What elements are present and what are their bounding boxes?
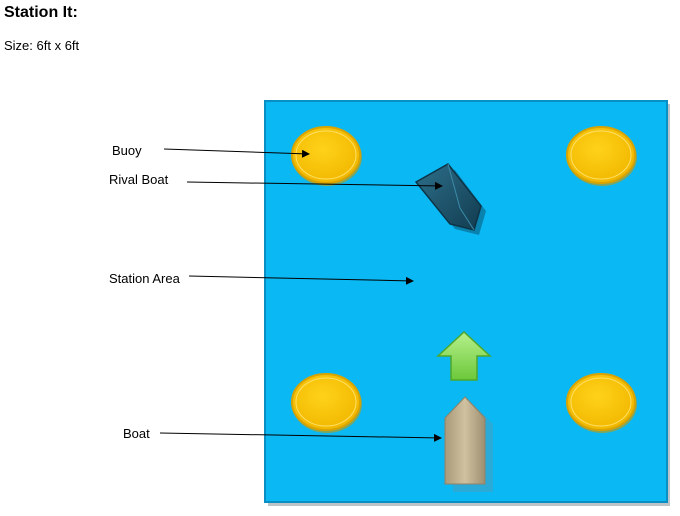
- buoy-icon: [566, 126, 637, 186]
- station-area-label: Station Area: [109, 271, 180, 286]
- buoy-icon: [566, 373, 637, 433]
- size-text: Size: 6ft x 6ft: [4, 38, 80, 53]
- rival-boat-label: Rival Boat: [109, 172, 169, 187]
- boat-label: Boat: [123, 426, 150, 441]
- buoy-label: Buoy: [112, 143, 142, 158]
- buoy-icon: [291, 126, 362, 186]
- station-area-leader-line: [188, 275, 414, 285]
- buoy-leader-line: [163, 148, 310, 158]
- page-title: Station It:: [4, 4, 78, 21]
- buoy-icon: [291, 373, 362, 433]
- rival-boat-leader-line: [186, 181, 443, 190]
- boat-icon: [444, 396, 493, 492]
- boat-leader-line: [159, 432, 442, 442]
- up-arrow-icon: [436, 330, 492, 381]
